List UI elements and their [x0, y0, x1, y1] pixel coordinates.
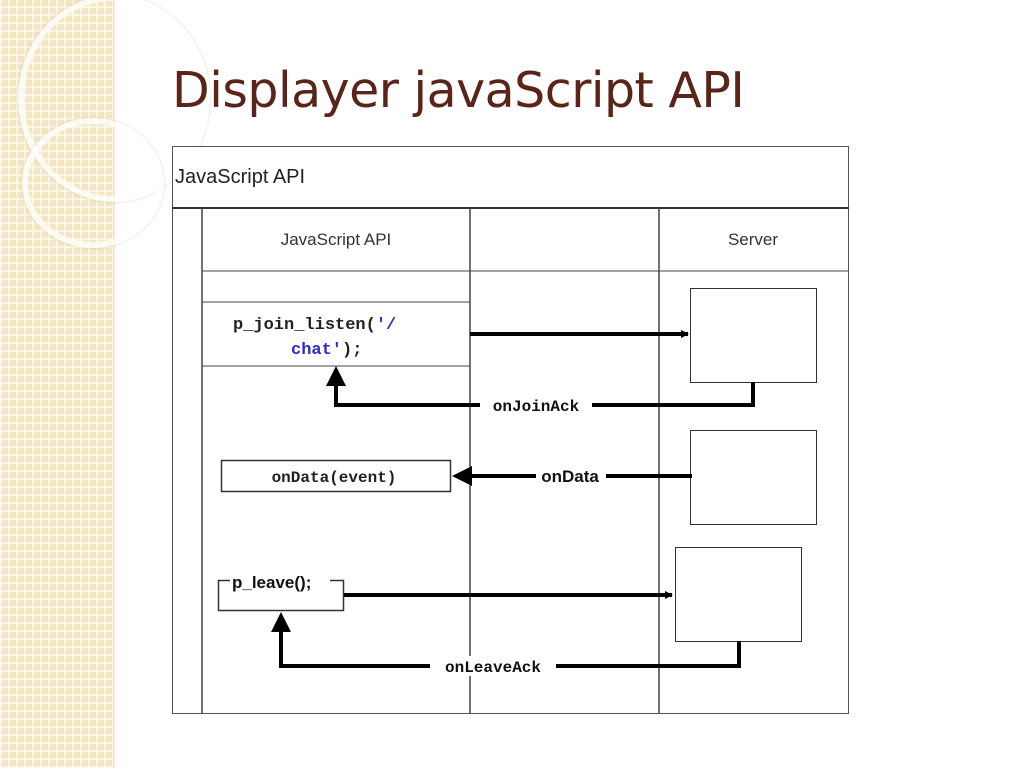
- server-box-join: [690, 288, 817, 383]
- join-call-fn: p_join_listen(: [233, 316, 376, 335]
- label-leave-ack: onLeaveAck: [445, 659, 541, 677]
- join-call-line-2: chat');: [291, 341, 362, 360]
- leave-box-label: p_leave();: [232, 573, 311, 592]
- lane-label-server: Server: [728, 230, 778, 249]
- arrowhead-join-ack: [326, 366, 346, 386]
- side-panel-edge: [113, 0, 116, 768]
- slide-title: Displayer javaScript API: [172, 62, 745, 119]
- join-call-string-1: '/: [376, 316, 396, 335]
- label-bg-leave-ack: [430, 656, 556, 676]
- arrowhead-on-data: [452, 466, 472, 486]
- label-bg-on-data: [536, 466, 606, 486]
- join-call-close: );: [342, 341, 362, 360]
- diagram-header: JavaScript API: [175, 166, 305, 188]
- on-data-box: [220, 459, 452, 493]
- join-call-line-1: p_join_listen('/: [233, 316, 396, 335]
- label-on-data: onData: [541, 467, 599, 486]
- decorative-ring-small: [22, 118, 164, 248]
- join-call-string-2: chat': [291, 341, 342, 360]
- arrowhead-leave-ack: [271, 612, 291, 632]
- lane-label-javascript-api: JavaScript API: [281, 230, 392, 249]
- on-data-box-label: onData(event): [272, 469, 397, 487]
- label-bg-leave: [230, 572, 330, 588]
- server-box-leave: [675, 547, 802, 642]
- label-bg-join-ack: [480, 395, 592, 415]
- server-box-data: [690, 430, 817, 525]
- label-join-ack: onJoinAck: [493, 398, 580, 416]
